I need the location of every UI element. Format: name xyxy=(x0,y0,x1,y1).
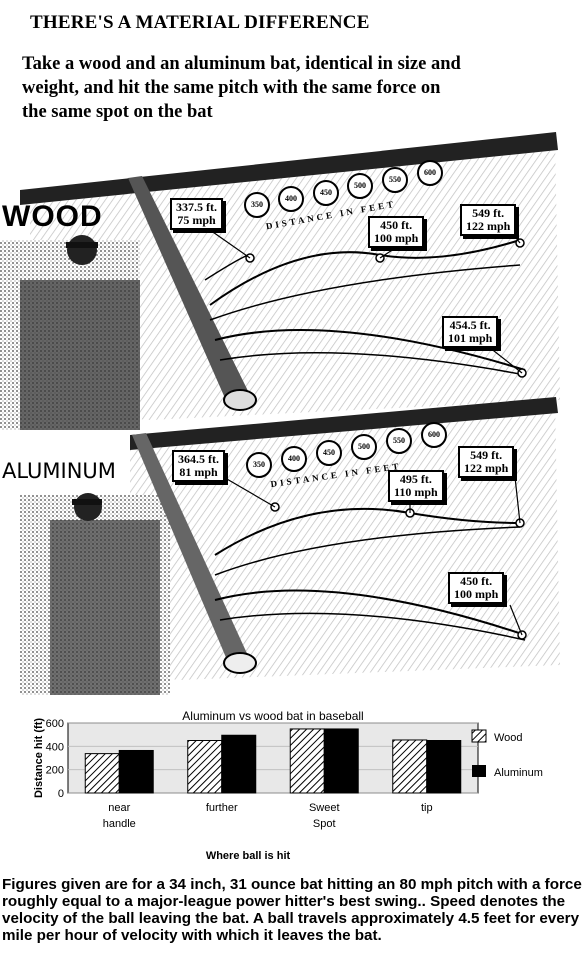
legend-wood-label: Wood xyxy=(494,732,523,744)
aluminum-callout-tip: 450 ft. 100 mph xyxy=(448,572,505,604)
aluminum-illustration xyxy=(0,395,586,695)
wood-callout-near-handle: 337.5 ft. 75 mph xyxy=(170,198,223,230)
wood-callout-distance: 549 ft. xyxy=(472,206,505,220)
bar-aluminum-tip xyxy=(426,740,462,794)
chart-x-tick-label: near xyxy=(108,802,130,814)
aluminum-callout-distance: 450 ft. xyxy=(460,574,493,588)
chart-x-tick-label: tip xyxy=(421,802,433,814)
aluminum-marker-450: 450 xyxy=(316,440,342,466)
aluminum-callout-distance: 549 ft. xyxy=(470,448,503,462)
aluminum-illustration-art xyxy=(20,397,560,695)
chart-y-tick-label: 0 xyxy=(58,788,64,800)
page-title: THERE'S A MATERIAL DIFFERENCE xyxy=(30,12,370,33)
wood-callout-distance: 337.5 ft. xyxy=(176,200,217,214)
aluminum-callout-further: 495 ft. 110 mph xyxy=(388,470,444,502)
aluminum-callout-speed: 100 mph xyxy=(454,587,499,601)
chart-x-tick-label: further xyxy=(206,802,238,814)
wood-label: WOOD xyxy=(2,200,103,233)
bar-aluminum-near-handle xyxy=(118,749,154,794)
aluminum-marker-550: 550 xyxy=(386,428,412,454)
bar-wood-near-handle xyxy=(84,753,120,794)
wood-callout-distance: 450 ft. xyxy=(380,218,413,232)
wood-callout-tip: 454.5 ft. 101 mph xyxy=(442,316,499,348)
chart-y-tick-label: 200 xyxy=(46,765,64,777)
page-subtitle: Take a wood and an aluminum bat, identic… xyxy=(22,54,461,122)
bar-aluminum-further xyxy=(221,734,257,794)
legend-wood-swatch xyxy=(471,729,487,743)
wood-marker-350: 350 xyxy=(244,192,270,218)
wood-callout-speed: 100 mph xyxy=(374,231,419,245)
chart-x-tick-label: handle xyxy=(103,818,136,830)
wood-callout-speed: 75 mph xyxy=(177,213,216,227)
chart-y-tick-label: 600 xyxy=(46,718,64,730)
wood-marker-500: 500 xyxy=(347,173,373,199)
aluminum-marker-600: 600 xyxy=(421,422,447,448)
wood-marker-600: 600 xyxy=(417,160,443,186)
bar-wood-tip xyxy=(392,739,428,794)
chart-x-tick-label: Spot xyxy=(313,818,336,830)
wood-callout-speed: 122 mph xyxy=(466,219,511,233)
aluminum-callout-speed: 122 mph xyxy=(464,461,509,475)
chart-y-tick-label: 400 xyxy=(46,741,64,753)
aluminum-label: ALUMINUM xyxy=(2,459,116,483)
bar-aluminum-sweet-spot xyxy=(323,728,359,794)
chart-x-tick-label: Sweet xyxy=(309,802,340,814)
aluminum-callout-near-handle: 364.5 ft. 81 mph xyxy=(172,450,225,482)
wood-marker-450: 450 xyxy=(313,180,339,206)
legend-aluminum-label: Aluminum xyxy=(494,767,543,779)
chart-y-axis-label: Distance hit (ft) xyxy=(33,718,45,798)
aluminum-callout-distance: 364.5 ft. xyxy=(178,452,219,466)
wood-illustration-art xyxy=(0,132,560,430)
wood-marker-400: 400 xyxy=(278,186,304,212)
aluminum-marker-500: 500 xyxy=(351,434,377,460)
bar-wood-sweet-spot xyxy=(289,728,325,794)
aluminum-callout-speed: 81 mph xyxy=(179,465,218,479)
aluminum-marker-350: 350 xyxy=(246,452,272,478)
bar-wood-further xyxy=(187,740,223,794)
aluminum-callout-distance: 495 ft. xyxy=(399,472,432,486)
chart-x-axis-label: Where ball is hit xyxy=(206,850,291,862)
wood-marker-550: 550 xyxy=(382,167,408,193)
aluminum-callout-speed: 110 mph xyxy=(394,485,438,499)
wood-illustration xyxy=(0,130,586,430)
chart-title: Aluminum vs wood bat in baseball xyxy=(182,709,363,723)
aluminum-callout-sweet-spot: 549 ft. 122 mph xyxy=(458,446,515,478)
legend-aluminum-swatch xyxy=(472,765,486,777)
wood-callout-distance: 454.5 ft. xyxy=(449,318,491,332)
footer-note: Figures given are for a 34 inch, 31 ounc… xyxy=(2,876,582,944)
aluminum-marker-400: 400 xyxy=(281,446,307,472)
wood-callout-speed: 101 mph xyxy=(448,331,493,345)
wood-callout-further: 450 ft. 100 mph xyxy=(368,216,425,248)
wood-callout-sweet-spot: 549 ft. 122 mph xyxy=(460,204,517,236)
